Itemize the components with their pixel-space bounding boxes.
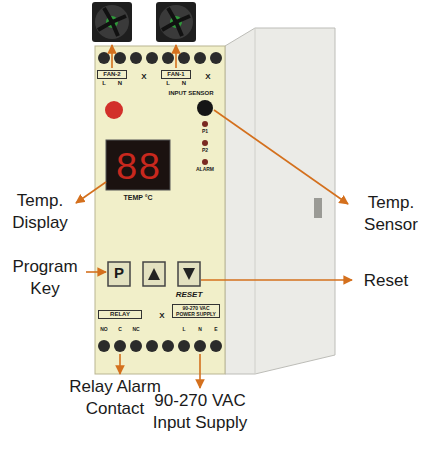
- callout-label: Temp. Display: [4, 190, 76, 234]
- key-label: RESET: [168, 290, 210, 300]
- pin-label: L: [177, 326, 191, 332]
- led: [202, 121, 208, 127]
- terminal-row: [98, 340, 222, 352]
- pin-label: NC: [129, 326, 143, 332]
- pin-label: N: [113, 80, 127, 87]
- pin-label: N: [193, 326, 207, 332]
- led-label: P1: [198, 128, 212, 134]
- terminal-row: [98, 52, 222, 64]
- callout-arrows: [76, 45, 352, 388]
- callout-label: 90-270 VAC Input Supply: [145, 390, 255, 434]
- terminal-label: X: [202, 72, 214, 82]
- led: [202, 159, 208, 165]
- terminal-label: RELAY: [98, 310, 142, 319]
- key-label: P: [108, 264, 130, 282]
- terminal-label: FAN-1: [161, 70, 191, 79]
- terminal-label: X: [156, 311, 168, 321]
- pin-label: C: [113, 326, 127, 332]
- up-key: [143, 262, 165, 286]
- led-label: P2: [198, 147, 212, 153]
- up-arrow-symbol: [148, 268, 160, 280]
- terminal-label: X: [138, 72, 150, 82]
- led-label: ALARM: [188, 166, 222, 172]
- housing-side: [225, 28, 335, 374]
- housing-front: [95, 46, 225, 374]
- callout-label: Program Key: [4, 256, 86, 300]
- panel-label: INPUT SENSOR: [158, 90, 224, 97]
- housing-edge: [255, 28, 256, 374]
- down-key: [178, 262, 200, 286]
- panel-label: TEMP °C: [106, 194, 170, 202]
- fan-icon: [92, 2, 132, 42]
- callout-label: Reset: [356, 270, 416, 292]
- program-key: [108, 262, 130, 286]
- terminal-label: 90-270 VAC POWER SUPPLY: [172, 304, 220, 318]
- led: [202, 140, 208, 146]
- pin-label: E: [209, 326, 223, 332]
- pin-label: L: [97, 80, 111, 87]
- pin-label: N: [177, 80, 191, 87]
- pin-label: NO: [97, 326, 111, 332]
- down-arrow-symbol: [183, 268, 195, 280]
- pin-label: L: [161, 80, 175, 87]
- display-digits: 88: [106, 144, 170, 193]
- din-clip: [314, 198, 322, 218]
- logo-mark: [105, 101, 123, 119]
- callout-label: Temp. Sensor: [350, 192, 432, 236]
- terminal-label: FAN-2: [97, 70, 127, 79]
- fan-icon: [156, 2, 196, 42]
- sensor-port: [197, 100, 213, 116]
